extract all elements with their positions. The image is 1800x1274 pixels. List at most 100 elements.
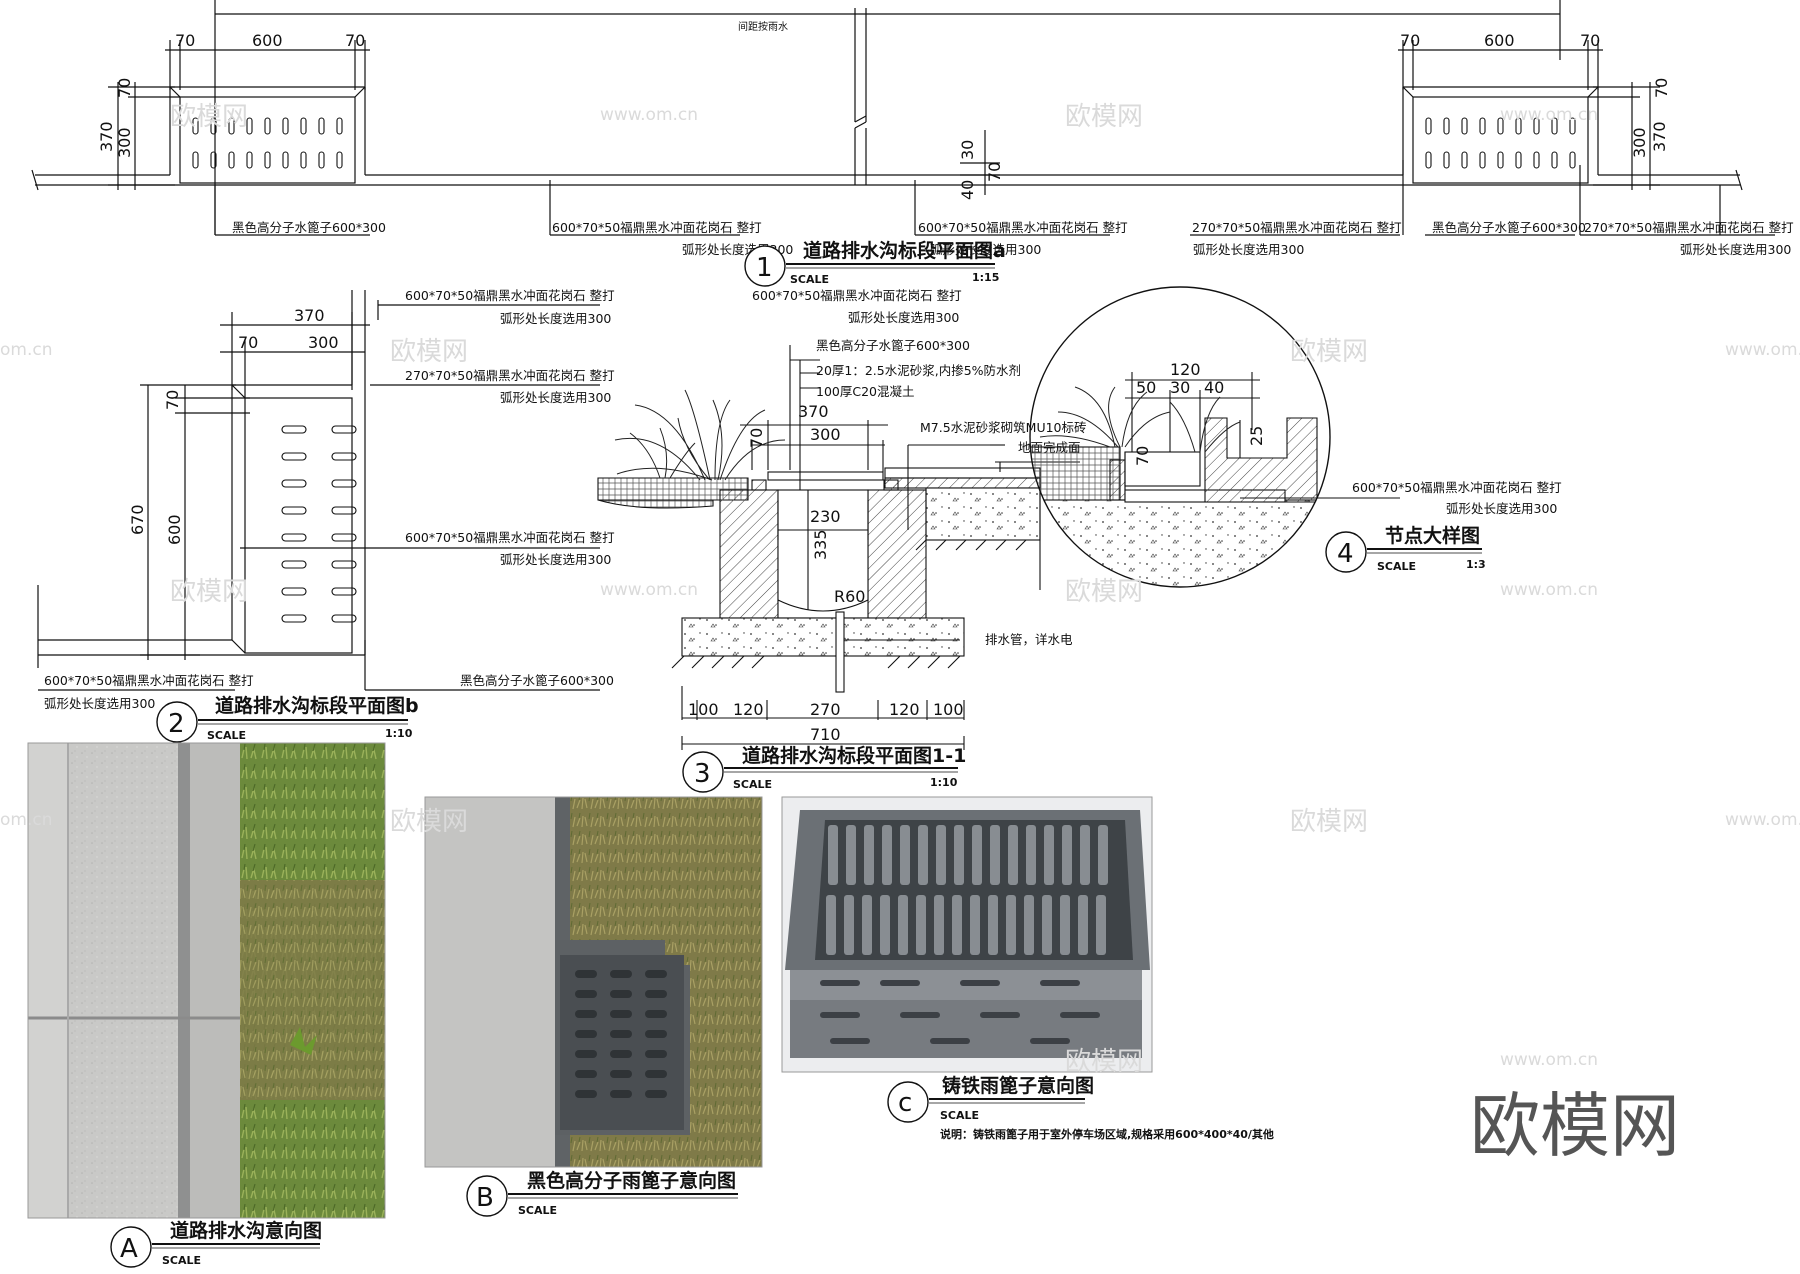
photo-b-letter: B	[476, 1183, 494, 1213]
plan-a-scale: 1:15	[972, 271, 999, 284]
label-stone270: 270*70*50福鼎黑水冲面花岗石 整打	[1192, 220, 1402, 235]
dim-230: 230	[810, 507, 841, 526]
dim-300: 300	[308, 333, 339, 352]
dim-370: 370	[798, 402, 829, 421]
plan-b-number: 2	[168, 709, 185, 739]
label-stone600: 600*70*50福鼎黑水冲面花岗石 整打	[552, 220, 762, 235]
dim-50: 50	[1136, 378, 1156, 397]
label-mortar: 20厚1：2.5水泥砂浆,内掺5%防水剂	[816, 363, 1021, 378]
label-stone600: 600*70*50福鼎黑水冲面花岗石 整打	[752, 288, 962, 303]
dim-70: 70	[163, 390, 182, 410]
dim-70: 70	[985, 162, 1004, 182]
detail-title-block: 4 节点大样图 SCALE 1:3	[1325, 524, 1486, 573]
label-arc: 弧形处长度选用300	[1680, 242, 1791, 257]
dim-70: 70	[175, 31, 195, 50]
plan-b-title-block: 2 道路排水沟标段平面图b SCALE 1:10	[156, 694, 419, 743]
dim-600: 600	[165, 514, 184, 545]
label-stone600: 600*70*50福鼎黑水冲面花岗石 整打	[918, 220, 1128, 235]
photo-c-note: 说明：铸铁雨篦子用于室外停车场区域,规格采用600*400*40/其他	[940, 1127, 1274, 1141]
brand-logo: 欧模网	[1470, 1085, 1680, 1167]
photo-c-title: 铸铁雨篦子意向图	[942, 1074, 1094, 1097]
dim-100: 100	[688, 700, 719, 719]
dim-710: 710	[810, 725, 841, 744]
label-stone600: 600*70*50福鼎黑水冲面花岗石 整打	[1352, 480, 1562, 495]
photo-b-title-block: B 黑色高分子雨篦子意向图 SCALE	[466, 1169, 738, 1217]
photo-c-cast-iron-grate	[781, 796, 1153, 1073]
label-arc: 弧形处长度选用300	[930, 242, 1041, 257]
watermark-text: 欧模网	[170, 577, 248, 607]
watermark-url: om.cn	[0, 340, 53, 360]
dim-120: 120	[1170, 360, 1201, 379]
label-stone600: 600*70*50福鼎黑水冲面花岗石 整打	[405, 288, 615, 303]
dim-370: 370	[97, 121, 116, 152]
dim-300: 300	[115, 127, 134, 158]
section-number: 3	[694, 759, 711, 789]
section-title-block: 3 道路排水沟标段平面图1-1 SCALE 1:10	[682, 744, 966, 793]
scale-word: SCALE	[1377, 560, 1416, 573]
dim-600: 600	[1484, 31, 1515, 50]
label-arc: 弧形处长度选用300	[500, 552, 611, 567]
watermark-url: www.om.cn	[1725, 340, 1800, 360]
center-note: 间距按雨水	[738, 20, 788, 33]
label-arc: 弧形处长度选用300	[848, 310, 959, 325]
watermark-url: om.cn	[0, 810, 53, 830]
plan-a-drawing	[31, 0, 1775, 236]
photo-a-road-drain	[27, 742, 386, 1219]
section-plants	[614, 389, 786, 481]
dim-70: 70	[115, 78, 134, 98]
scale-word: SCALE	[207, 729, 246, 742]
dim-30: 30	[958, 140, 977, 160]
dim-70: 70	[1133, 446, 1152, 466]
watermark-url: www.om.cn	[600, 105, 698, 125]
section-scale: 1:10	[930, 776, 958, 789]
plan-b-grate-slots	[281, 425, 357, 623]
plan-b-scale: 1:10	[385, 727, 413, 740]
plan-b-texts: 370 70 300 670 70 600 600*70*50福鼎黑水冲面花岗石…	[44, 288, 615, 711]
dim-335: 335	[811, 529, 830, 560]
photo-a-title-block: A 道路排水沟意向图 SCALE	[110, 1219, 322, 1268]
plan-b-title: 道路排水沟标段平面图b	[215, 694, 419, 717]
watermark-url: www.om.cn	[1725, 810, 1800, 830]
watermark-text: 欧模网	[1065, 102, 1143, 132]
watermark-text: 欧模网	[390, 337, 468, 367]
detail-number: 4	[1337, 539, 1354, 569]
dim-70: 70	[1652, 78, 1671, 98]
watermark-url: www.om.cn	[1500, 1050, 1598, 1070]
dim-70: 70	[1400, 31, 1420, 50]
dim-40: 40	[1204, 378, 1224, 397]
label-grate: 黑色高分子水篦子600*300	[232, 220, 386, 235]
watermark-text: 欧模网	[1065, 577, 1143, 607]
watermark-url: www.om.cn	[1500, 580, 1598, 600]
photo-a-letter: A	[120, 1234, 138, 1264]
plan-a-title: 道路排水沟标段平面图a	[803, 239, 1006, 262]
dim-r60: R60	[834, 587, 865, 606]
dim-120: 120	[889, 700, 920, 719]
label-arc: 弧形处长度选用300	[500, 390, 611, 405]
scale-word: SCALE	[162, 1254, 201, 1267]
photo-c-letter: c	[898, 1088, 912, 1118]
detail-title: 节点大样图	[1385, 524, 1480, 547]
section-texts: 600*70*50福鼎黑水冲面花岗石 整打 弧形处长度选用300 黑色高分子水篦…	[688, 288, 1087, 744]
watermarks: 欧模网 www.om.cn 欧模网 www.om.cn om.cn 欧模网 欧模…	[0, 102, 1800, 1077]
detail-scale: 1:3	[1466, 558, 1486, 571]
plan-a-grate-slots	[192, 117, 1576, 169]
watermark-url: www.om.cn	[600, 580, 698, 600]
dim-300: 300	[1630, 127, 1649, 158]
scale-word: SCALE	[518, 1204, 557, 1217]
dim-70: 70	[345, 31, 365, 50]
photo-b-plastic-grate	[424, 796, 763, 1168]
dim-270: 270	[810, 700, 841, 719]
dim-370: 370	[1650, 121, 1669, 152]
label-concrete: 100厚C20混凝土	[816, 384, 915, 399]
dim-120: 120	[733, 700, 764, 719]
dim-70: 70	[747, 428, 766, 448]
label-arc: 弧形处长度选用300	[500, 311, 611, 326]
label-arc: 弧形处长度选用300	[1446, 501, 1557, 516]
label-grate: 黑色高分子水篦子600*300	[1432, 220, 1586, 235]
label-grate: 黑色高分子水篦子600*300	[816, 338, 970, 353]
dim-670: 670	[128, 504, 147, 535]
label-stone270: 270*70*50福鼎黑水冲面花岗石 整打	[405, 368, 615, 383]
plan-b-drawing	[37, 290, 600, 691]
dim-40: 40	[958, 180, 977, 200]
